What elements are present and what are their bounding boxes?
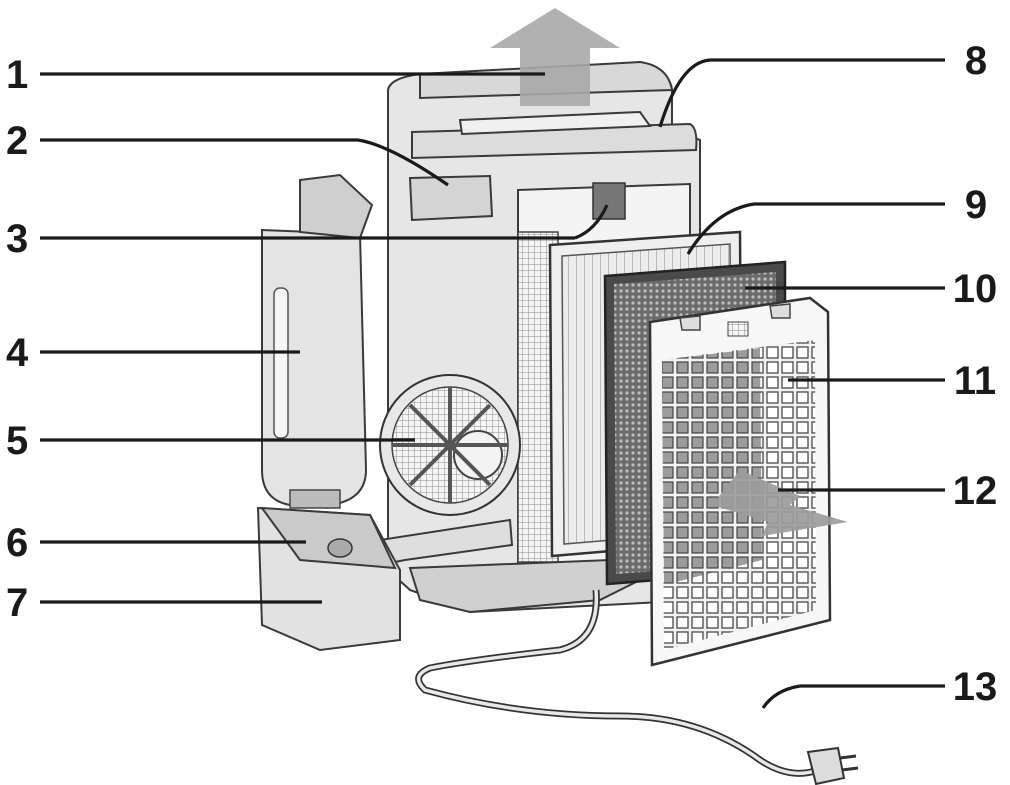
air-intake-arrow	[712, 470, 848, 536]
power-cord	[415, 589, 859, 785]
callout-13: 13	[953, 665, 998, 709]
callout-2: 2	[6, 119, 28, 163]
callout-5: 5	[6, 419, 28, 463]
callout-3: 3	[6, 217, 28, 261]
leader-lines	[40, 58, 945, 709]
callout-8: 8	[965, 39, 987, 83]
water-tank	[261, 173, 374, 509]
callout-7: 7	[6, 581, 28, 625]
callout-9: 9	[965, 183, 987, 227]
callout-6: 6	[6, 521, 28, 565]
tank-tray	[256, 506, 401, 652]
callout-numbers: 1 2 3 4 5 6 7 8 9 10 11 12 13	[6, 39, 997, 709]
callout-1: 1	[6, 53, 28, 97]
callout-4: 4	[6, 331, 29, 375]
callout-11: 11	[954, 359, 996, 403]
humidifying-filter	[379, 374, 521, 516]
air-outlet-arrow	[490, 8, 620, 106]
callout-12: 12	[953, 469, 998, 513]
callout-10: 10	[953, 267, 998, 311]
